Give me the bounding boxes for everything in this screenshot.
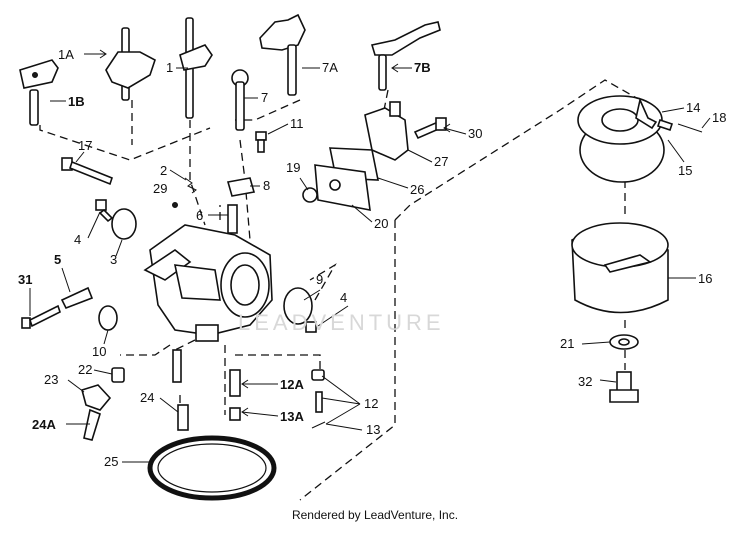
label-6: 6 [196,208,203,223]
label-19: 19 [286,160,300,175]
label-7B: 7B [414,60,431,75]
label-26: 26 [410,182,424,197]
part-3-valve-disk [111,208,137,240]
part-10-plug [98,305,118,331]
part-7A-lever [259,13,306,96]
part-32-bolt [609,371,639,403]
label-25: 25 [104,454,118,469]
part-31-screw [21,304,61,329]
label-29: 29 [153,181,167,196]
part-6-pin [227,204,238,234]
part-21-washer [609,334,639,350]
label-12: 12 [364,396,378,411]
label-31: 31 [18,272,32,287]
label-23: 23 [44,372,58,387]
part-2-spring [184,177,197,194]
label-1: 1 [166,60,173,75]
part-24-needle [172,349,189,431]
part-12A-13A-jet [229,369,241,421]
label-24: 24 [140,390,154,405]
watermark: LEADVENTURE [238,310,445,335]
assembly-lines [39,79,641,501]
label-17: 17 [78,138,92,153]
label-4-lower: 4 [340,290,347,305]
part-7B-lever [370,21,441,91]
label-27: 27 [434,154,448,169]
part-9-plate [283,287,313,325]
label-13A: 13A [280,409,304,424]
label-15: 15 [678,163,692,178]
part-29-ball [172,202,178,208]
part-16-filter-element [571,222,669,314]
label-30: 30 [468,126,482,141]
label-21: 21 [560,336,574,351]
part-8-clip [226,177,256,197]
part-11-screw [255,131,267,153]
label-1A: 1A [58,47,74,62]
label-18: 18 [712,110,726,125]
label-10: 10 [92,344,106,359]
label-3: 3 [110,252,117,267]
label-7A: 7A [322,60,338,75]
part-30-screw [413,117,447,140]
part-23-24A-needle [81,384,112,441]
part-7-shaft [231,69,249,131]
label-22: 22 [78,362,92,377]
label-11: 11 [290,116,304,131]
part-1A-choke-shaft [105,27,156,101]
part-12-seat [311,369,326,429]
part-20-plate [314,164,371,211]
label-13: 13 [366,422,380,437]
label-16: 16 [698,271,712,286]
footer-credit: Rendered by LeadVenture, Inc. [291,508,459,522]
label-1B: 1B [68,94,85,109]
label-4-upper: 4 [74,232,81,247]
label-14: 14 [686,100,700,115]
part-4-screw-lower [305,321,317,333]
label-7: 7 [261,90,268,105]
part-25-ring-gasket [147,435,277,501]
carburetor-body [143,224,273,342]
label-2: 2 [160,163,167,178]
label-20: 20 [374,216,388,231]
part-19-check-ball [302,187,318,203]
label-12A: 12A [280,377,304,392]
leader-lines [29,49,711,463]
label-24A: 24A [32,417,56,432]
part-4-screw-upper [95,199,114,223]
part-22-spring [111,367,125,383]
label-8: 8 [263,178,270,193]
part-14-air-cleaner-cover [577,95,703,183]
label-32: 32 [578,374,592,389]
label-5: 5 [54,252,61,267]
part-1B-throttle-shaft [19,59,59,126]
part-17-screw [61,157,113,186]
label-9: 9 [316,272,323,287]
part-5-spring [60,286,94,310]
part-labels: 1A 1B 1 7A 7B 7 11 30 14 18 15 17 2 29 8… [18,47,726,469]
